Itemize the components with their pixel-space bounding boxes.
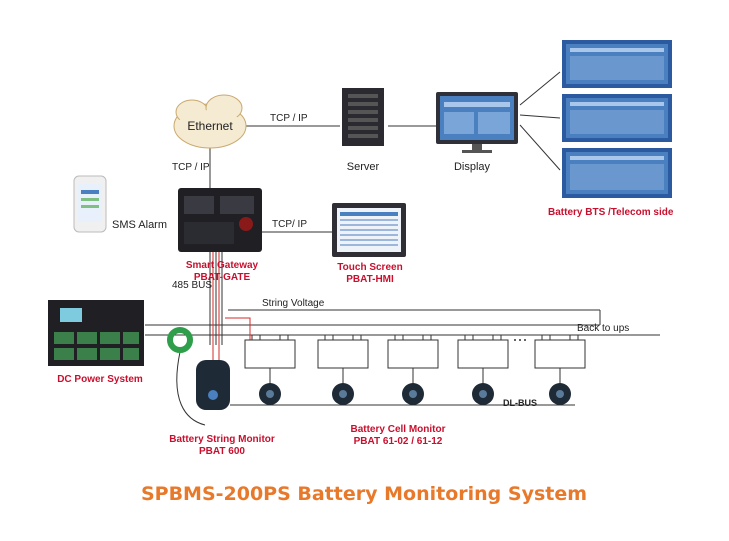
- tcpip-server-label: TCP / IP: [270, 113, 308, 124]
- cell-monitor-icons: [259, 368, 571, 405]
- page-title: SPBMS-200PS Battery Monitoring System: [141, 483, 587, 505]
- current-sensor-icon: [167, 327, 193, 353]
- bts-side-label: Battery BTS /Telecom side: [548, 207, 674, 218]
- touch-screen-icon: [332, 203, 406, 257]
- phone-icon: [73, 175, 107, 233]
- display-icon: [436, 92, 518, 153]
- gateway-icon: [178, 188, 262, 252]
- gateway-model-label: PBAT-GATE: [194, 272, 251, 283]
- touch-model-label: PBAT-HMI: [346, 274, 394, 285]
- red-sense-lines: [212, 252, 251, 360]
- string-voltage-label: String Voltage: [262, 298, 325, 309]
- string-monitor-name-label: Battery String Monitor: [169, 434, 275, 445]
- server-label: Server: [347, 161, 380, 173]
- string-monitor-icon: [196, 360, 230, 410]
- dc-power-label: DC Power System: [57, 374, 143, 385]
- back-to-ups-label: Back to ups: [577, 323, 629, 334]
- tcpip-touch-label: TCP/ IP: [272, 219, 307, 230]
- dc-power-icon: [48, 300, 144, 366]
- display-label: Display: [454, 161, 491, 173]
- ethernet-cloud: Ethernet: [173, 94, 247, 149]
- dl-bus-label: DL-BUS: [503, 398, 537, 408]
- battery-cells: [244, 334, 586, 369]
- ethernet-label: Ethernet: [187, 119, 233, 133]
- cell-dots: [514, 339, 526, 341]
- tcpip-gateway-label: TCP / IP: [172, 162, 210, 173]
- sms-alarm-label: SMS Alarm: [112, 219, 167, 231]
- bts-screens: [562, 40, 672, 198]
- touch-name-label: Touch Screen: [337, 262, 402, 273]
- cell-monitor-name-label: Battery Cell Monitor: [350, 424, 445, 435]
- string-monitor-model-label: PBAT 600: [199, 446, 245, 457]
- bus-485-label: 485 BUS: [172, 280, 212, 291]
- gateway-name-label: Smart Gateway: [186, 260, 259, 271]
- server-icon: [342, 88, 384, 146]
- cell-monitor-model-label: PBAT 61-02 / 61-12: [354, 436, 443, 447]
